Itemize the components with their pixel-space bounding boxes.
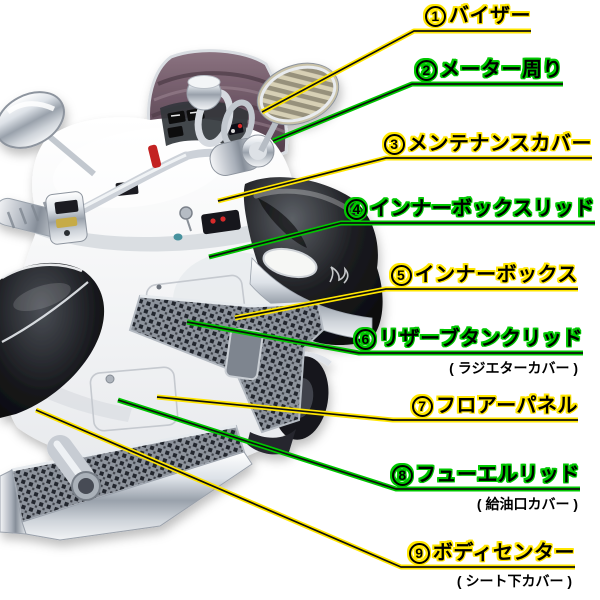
fuel-lid-seam [89,366,179,432]
floor-grate-front [10,424,246,524]
instrument-panel [160,100,249,150]
switch-housing [45,191,88,245]
label-inner-box-lid: 4 インナーボックスリッド [346,196,595,222]
label-text: インナーボックス [414,264,578,286]
right-mirror [256,62,340,126]
chrome-floor-edge [21,451,253,541]
headlight-cylinder [209,138,263,176]
label-number: 6 [355,328,377,350]
exhaust-tip [47,435,101,501]
label-reserve-tank-lid: 6 リザーブタンクリッド [355,326,583,352]
label-text: フロアーパネル [435,395,578,417]
label-body-center: 9 ボディセンター [408,540,575,566]
label-visor: 1 バイザー [425,3,531,29]
label-text: メーター周り [440,59,563,81]
handlebar [65,151,191,221]
leader-line-5 [234,286,578,321]
gauge-pod [186,75,222,111]
left-grip [0,197,68,238]
label-meter-area: 2 メーター周り [416,57,563,83]
label-number: 9 [408,542,430,564]
maintenance-vent [115,181,139,196]
chrome-trim [249,257,373,341]
label-number: 4 [346,198,368,220]
label-number: 3 [383,133,405,155]
scooter [0,49,383,541]
body-panels [5,117,311,470]
ignition-keyhole [179,206,193,220]
label-number: 5 [390,264,412,286]
step-pad [224,327,264,381]
label-body-center-sub: ( シート下カバー ) [456,573,572,589]
leader-line-3 [217,155,592,204]
label-text: フューエルリッド [416,464,580,486]
label-text: メンテナンスカバー [407,133,592,155]
label-number: 1 [425,5,446,27]
reserve-tank-lid-seam [145,274,247,334]
flame-decal [329,266,349,284]
front-fender [0,262,105,418]
label-text: リザーブタンクリッド [379,328,583,350]
label-maintenance-cover: 3 メンテナンスカバー [383,131,592,157]
label-number: 2 [416,59,437,81]
rear-wheel [247,351,332,455]
label-fuel-lid: 8 フューエルリッド [392,462,580,488]
label-floor-panel: 7 フロアーパネル [411,393,578,419]
label-text: インナーボックスリッド [370,198,595,220]
label-fuel-lid-sub: ( 給油口カバー ) [476,496,578,512]
label-reserve-tank-lid-sub: ( ラジエターカバー ) [449,360,578,376]
label-number: 7 [411,395,433,417]
cockpit [0,62,340,245]
label-text: ボディセンター [432,542,575,564]
switch-panel [201,209,241,235]
label-text: バイザー [449,5,531,27]
floorboard [0,294,325,541]
label-inner-box: 5 インナーボックス [390,262,578,288]
headlamp [262,247,318,279]
floor-grate-right [128,294,325,434]
leader-line-4 [208,220,595,260]
left-mirror [0,91,65,149]
label-number: 8 [392,464,413,486]
windshield-visor [147,49,289,164]
